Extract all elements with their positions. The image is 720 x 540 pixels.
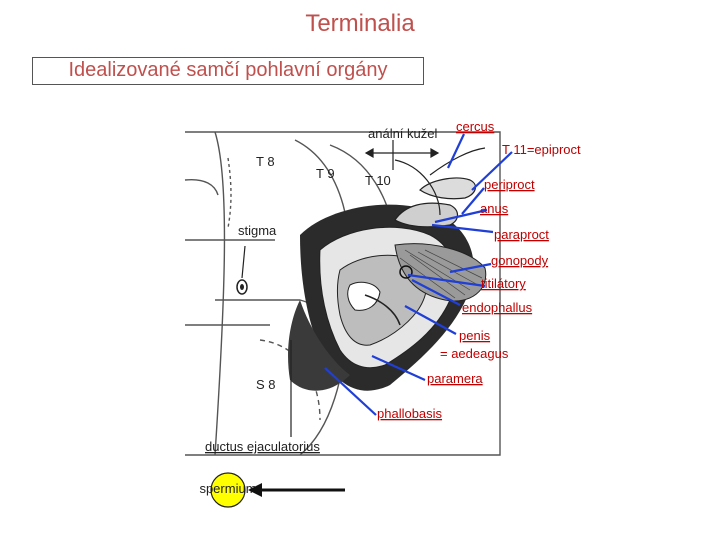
sperm-arrow — [248, 483, 345, 497]
label-ductus: ductus ejaculatorius — [205, 439, 320, 454]
label-stigma: stigma — [238, 223, 277, 238]
label-cercus: cercus — [456, 119, 495, 134]
anal-cone — [394, 147, 486, 228]
label-penis: penis — [459, 328, 491, 343]
blue-pointers — [324, 133, 513, 416]
label-t10: T 10 — [365, 173, 391, 188]
label-analni-kuzel: anální kužel — [368, 126, 437, 141]
label-titilatory: titilátory — [481, 276, 526, 291]
label-s8: S 8 — [256, 377, 276, 392]
label-aedeagus: = aedeagus — [440, 346, 509, 361]
sperm-circle — [210, 472, 246, 508]
page-title: Terminalia — [305, 10, 415, 37]
label-paraproct: paraproct — [494, 227, 549, 242]
label-paramera: paramera — [427, 371, 483, 386]
label-endophallus: endophallus — [462, 300, 533, 315]
label-gonopody: gonopody — [491, 253, 549, 268]
label-phallobasis: phallobasis — [377, 406, 443, 421]
black-pointers — [241, 140, 440, 437]
label-t8: T 8 — [256, 154, 275, 169]
subtitle-box: Idealizované samčí pohlavní orgány — [32, 57, 424, 85]
label-anus: anus — [480, 201, 509, 216]
stigma-shape — [236, 279, 248, 295]
genital-capsule — [288, 204, 487, 391]
label-t9: T 9 — [316, 166, 335, 181]
label-t11: T 11=epiproct — [502, 142, 581, 157]
label-periproct: periproct — [484, 177, 535, 192]
label-sperm: spermium — [199, 481, 256, 496]
